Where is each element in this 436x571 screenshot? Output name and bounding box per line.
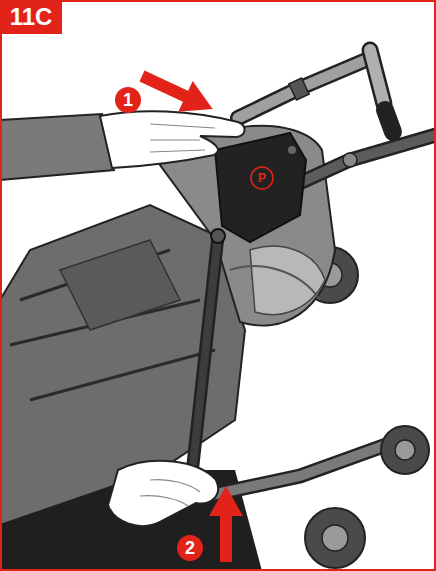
handle-grip-outline xyxy=(370,50,384,104)
arrow-shaft xyxy=(139,71,191,104)
press-arrow xyxy=(135,61,220,125)
lower-frame-outline xyxy=(188,440,400,500)
arrow-shaft xyxy=(220,512,232,562)
canopy-fold xyxy=(250,246,325,314)
logo-ring xyxy=(251,167,273,189)
lift-arrow xyxy=(209,486,243,562)
brand-logo: P xyxy=(254,170,270,186)
wheel-hub xyxy=(322,525,348,551)
arrow-head xyxy=(209,486,243,516)
callout-circle xyxy=(115,87,141,113)
strut xyxy=(190,236,218,492)
hinge-rivet xyxy=(288,146,296,154)
strut-bolt xyxy=(211,229,225,243)
fold-hinge xyxy=(215,133,306,242)
side-arm-outline xyxy=(295,135,436,185)
hand xyxy=(100,111,245,168)
wheel xyxy=(381,426,429,474)
finger-lines xyxy=(150,124,215,152)
finger-lines xyxy=(140,480,200,506)
handle-joint xyxy=(289,78,309,100)
step-tab: 11C xyxy=(0,0,62,34)
wheel xyxy=(305,508,365,568)
canopy-crease xyxy=(230,266,320,300)
handle-cap xyxy=(385,110,393,132)
seat-panel xyxy=(60,240,180,330)
handle-tube xyxy=(238,60,366,118)
callout-number: 1 xyxy=(115,87,141,113)
arm-joint xyxy=(343,153,357,167)
step-number: 11C xyxy=(10,3,53,31)
wheel-hub xyxy=(395,440,415,460)
handle-grip xyxy=(370,50,384,104)
sleeve xyxy=(0,114,114,180)
lower-frame xyxy=(188,440,400,500)
handle-tube-outline xyxy=(238,60,366,118)
side-arm xyxy=(295,135,436,185)
strut-face xyxy=(190,236,218,492)
hand xyxy=(108,461,218,526)
arrow-head xyxy=(178,81,220,124)
callout-number: 2 xyxy=(177,535,203,561)
callout-circle xyxy=(177,535,203,561)
seat-fabric xyxy=(0,205,245,525)
